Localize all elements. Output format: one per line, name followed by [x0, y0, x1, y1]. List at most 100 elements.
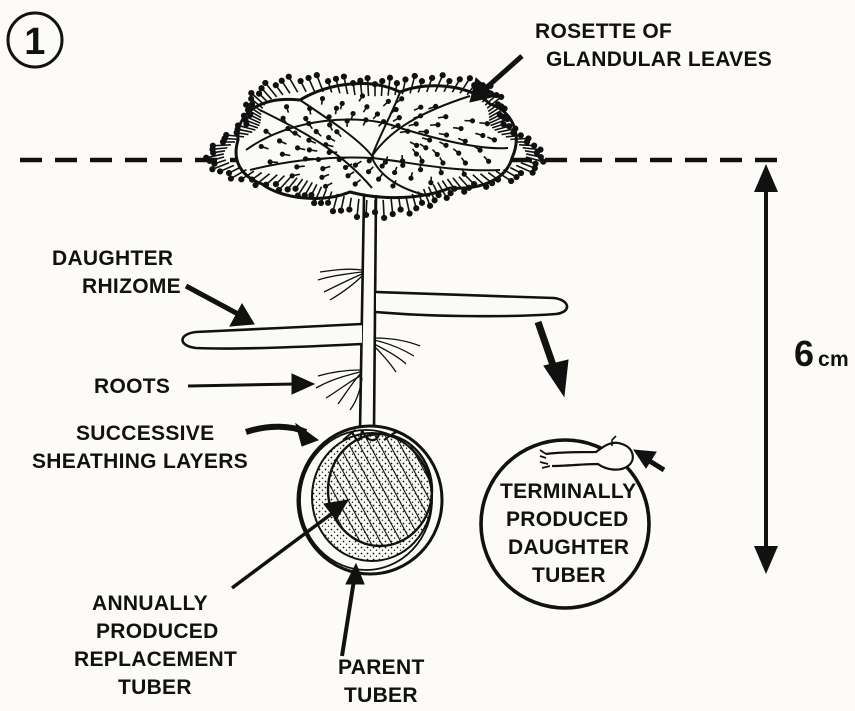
gland-tip	[403, 77, 408, 82]
gland-tip	[218, 169, 223, 174]
gland-tip	[342, 74, 347, 79]
gland-tip	[507, 124, 512, 129]
gland-tip	[354, 163, 358, 167]
gland-tip	[248, 113, 253, 118]
gland-tip	[415, 152, 419, 156]
gland-tip	[263, 81, 268, 86]
gland-tip	[229, 176, 234, 181]
replacement-tuber-shape	[328, 434, 432, 546]
gland-tip	[242, 113, 247, 118]
gland-tip	[382, 216, 387, 221]
gland-tip	[353, 182, 357, 186]
gland-tip	[409, 176, 413, 180]
gland-tip	[532, 143, 537, 148]
label-replacement-line4: TUBER	[118, 676, 192, 699]
gland-tip	[395, 81, 400, 86]
gland-tip	[319, 201, 324, 206]
gland-tip	[212, 161, 217, 166]
label-terminal-line2: PRODUCED	[506, 508, 629, 531]
gland-tip	[459, 127, 463, 131]
gland-tip	[317, 158, 321, 162]
gland-tip	[285, 187, 290, 192]
gland-tip	[419, 114, 423, 118]
gland-tip	[429, 181, 433, 185]
gland-tip	[367, 170, 371, 174]
gland-tip	[398, 116, 402, 120]
gland-tip	[210, 167, 215, 172]
gland-tip	[285, 105, 289, 109]
gland-tip	[250, 177, 255, 182]
gland-tip	[304, 117, 308, 121]
label-parent-line1: PARENT	[338, 656, 425, 679]
gland-tip	[518, 133, 523, 138]
gland-tip	[295, 193, 300, 198]
gland-tip	[382, 120, 386, 124]
gland-tip	[419, 168, 423, 172]
gland-tip	[464, 161, 468, 165]
gland-tip	[388, 75, 393, 80]
gland-tip	[308, 107, 312, 111]
gland-tip	[380, 164, 384, 168]
gland-tip	[439, 171, 443, 175]
gland-tip	[380, 79, 385, 84]
gland-tip	[328, 123, 332, 127]
gland-tip	[511, 130, 516, 135]
gland-tip	[324, 185, 328, 189]
gland-tip	[298, 79, 303, 84]
gland-tip	[365, 76, 370, 81]
main-stem	[360, 195, 376, 430]
gland-tip	[487, 159, 491, 163]
gland-tip	[246, 108, 251, 113]
gland-tip	[430, 76, 435, 81]
label-rosette-line1: ROSETTE OF	[535, 20, 672, 43]
gland-tip	[337, 158, 341, 162]
label-terminal-line1: TERMINALLY	[500, 480, 636, 503]
gland-tip	[361, 94, 365, 98]
figure-number-badge: 1	[8, 13, 62, 67]
label-replacement-line3: REPLACEMENT	[74, 648, 237, 671]
gland-tip	[326, 79, 331, 84]
gland-tip	[444, 144, 448, 148]
gland-tip	[530, 170, 535, 175]
gland-tip	[391, 184, 395, 188]
gland-tip	[394, 108, 398, 112]
label-sheathing-line1: SUCCESSIVE	[76, 422, 214, 445]
gland-tip	[293, 131, 297, 135]
gland-tip	[249, 91, 254, 96]
gland-tip	[419, 105, 423, 109]
label-terminal-line4: TUBER	[532, 564, 606, 587]
gland-tip	[335, 130, 339, 134]
gland-tip	[526, 136, 531, 141]
label-daughter-rhizome-line2: RHIZOME	[82, 275, 181, 298]
gland-tip	[274, 182, 279, 187]
gland-tip	[321, 167, 325, 171]
gland-tip	[227, 171, 232, 176]
gland-tip	[257, 91, 262, 96]
gland-tip	[335, 106, 339, 110]
gland-tip	[373, 82, 378, 87]
gland-tip	[211, 143, 216, 148]
gland-tip	[444, 196, 449, 201]
gland-tip	[377, 177, 381, 181]
label-daughter-rhizome-line1: DAUGHTER	[52, 247, 173, 270]
gland-tip	[326, 201, 331, 206]
gland-tip	[425, 130, 429, 134]
gland-tip	[514, 175, 519, 180]
gland-tip	[468, 76, 473, 81]
gland-tip	[496, 177, 501, 182]
label-terminal-line3: DAUGHTER	[508, 536, 629, 559]
gland-tip	[347, 207, 352, 212]
gland-tip	[309, 193, 314, 198]
gland-tip	[462, 172, 466, 176]
gland-tip	[244, 102, 249, 107]
gland-tip	[351, 112, 355, 116]
gland-tip	[290, 174, 294, 178]
gland-tip	[499, 95, 504, 100]
gland-tip	[236, 123, 241, 128]
gland-tip	[424, 146, 428, 150]
label-replacement-line1: ANNUALLY	[92, 592, 208, 615]
gland-tip	[278, 139, 282, 143]
gland-tip	[239, 177, 244, 182]
gland-tip	[327, 151, 331, 155]
label-parent-line2: TUBER	[344, 684, 418, 707]
